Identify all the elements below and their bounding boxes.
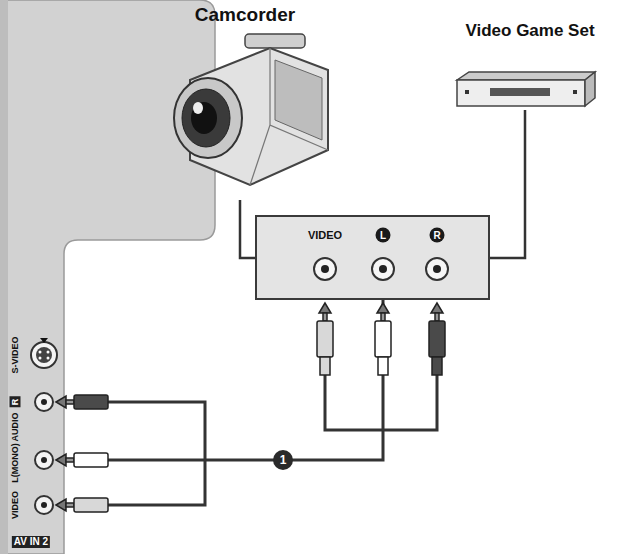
tv-edge bbox=[0, 0, 8, 554]
device-wire bbox=[490, 110, 525, 258]
jack-label: VIDEO bbox=[11, 491, 20, 519]
device-wire bbox=[240, 200, 255, 258]
s-video-jack bbox=[31, 338, 57, 368]
cable bbox=[108, 375, 437, 505]
camcorder: Camcorder bbox=[150, 0, 340, 200]
tv-side-panel: S-VIDEO R AUDIOL(MONO) VIDEO AV IN 2 bbox=[0, 330, 62, 554]
rca-jack bbox=[257, 217, 488, 298]
jack-label: R bbox=[10, 397, 21, 408]
device-title: Camcorder bbox=[195, 5, 295, 24]
jack-label: AUDIO bbox=[11, 413, 20, 442]
jack-label: L(MONO) bbox=[11, 443, 20, 483]
video-game-set: Video Game Set bbox=[445, 18, 615, 110]
device-title: Video Game Set bbox=[465, 22, 594, 39]
jack-panel: VIDEO L R bbox=[255, 215, 490, 300]
jack-label: L bbox=[376, 228, 391, 243]
rca-jack bbox=[35, 393, 53, 514]
jack-label: S-VIDEO bbox=[11, 336, 20, 373]
tv-housing bbox=[0, 0, 215, 554]
camcorder-illustration bbox=[150, 0, 340, 200]
input-name: AV IN 2 bbox=[12, 536, 50, 548]
rca-plug bbox=[56, 303, 445, 512]
av-cable bbox=[62, 300, 383, 460]
jack-label: VIDEO bbox=[308, 230, 342, 241]
jack-label: R bbox=[430, 228, 445, 243]
callout-number: 1 bbox=[273, 450, 293, 470]
